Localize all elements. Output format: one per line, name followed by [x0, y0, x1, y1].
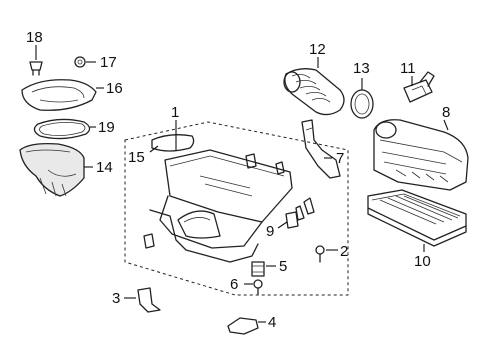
- part-6-bolt: [244, 279, 263, 295]
- part-15-seal: [149, 134, 195, 153]
- part-5-grommet: [251, 261, 276, 277]
- callout-13: 13: [353, 60, 370, 77]
- part-17-grommet: [74, 56, 96, 68]
- callout-1: 1: [171, 104, 179, 121]
- part-4-bracket: [227, 317, 266, 335]
- callout-19: 19: [98, 119, 115, 136]
- callout-5: 5: [279, 258, 287, 275]
- part-12-intake-tube: [283, 57, 345, 116]
- callout-6: 6: [230, 276, 238, 293]
- callout-12: 12: [309, 41, 326, 58]
- part-1-lower-case: [143, 120, 315, 263]
- part-14-intake-duct: [19, 142, 93, 197]
- part-16-resonator-cover: [21, 79, 104, 111]
- callout-2: 2: [340, 243, 348, 260]
- part-18-clip: [29, 45, 43, 76]
- callout-4: 4: [268, 314, 276, 331]
- part-7-bracket: [301, 119, 341, 179]
- callout-7: 7: [336, 150, 344, 167]
- part-19-gasket: [33, 118, 96, 140]
- callout-9: 9: [266, 223, 274, 240]
- callout-14: 14: [96, 159, 113, 176]
- callout-8: 8: [442, 104, 450, 121]
- part-3-bracket: [124, 287, 161, 313]
- part-8-upper-cover: [373, 119, 469, 191]
- callout-18: 18: [26, 29, 43, 46]
- part-10-filter: [367, 189, 467, 252]
- part-9-clip: [277, 211, 299, 229]
- part-13-clamp: [350, 78, 374, 119]
- callout-3: 3: [112, 290, 120, 307]
- callout-17: 17: [100, 54, 117, 71]
- callout-16: 16: [106, 80, 123, 97]
- assembly-1-outline: [124, 121, 349, 296]
- callout-11: 11: [400, 60, 416, 77]
- part-11-sensor: [403, 71, 435, 103]
- callout-10: 10: [414, 253, 431, 270]
- part-2-bolt: [315, 245, 338, 263]
- callout-15: 15: [128, 149, 145, 166]
